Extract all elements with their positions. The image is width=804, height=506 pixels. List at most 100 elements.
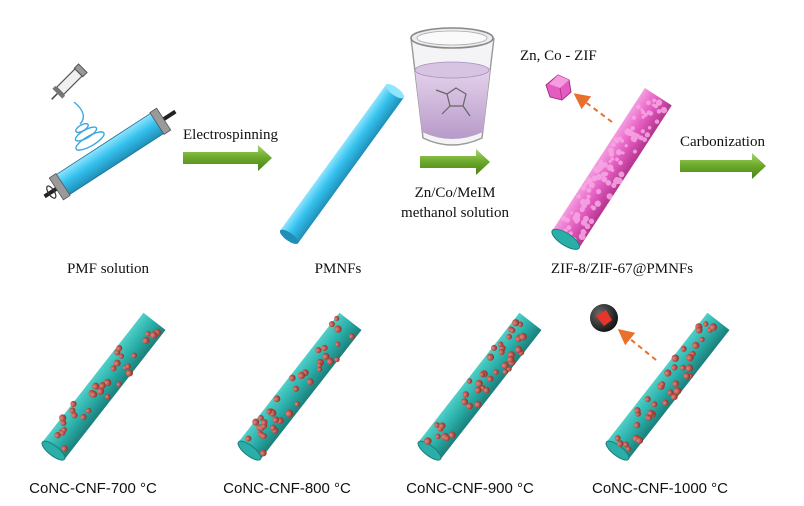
co-particle bbox=[116, 345, 123, 352]
co-particle bbox=[125, 369, 134, 377]
step-electrospinning: Electrospinning bbox=[183, 127, 278, 143]
collector-drum-icon bbox=[43, 107, 177, 201]
co-particle bbox=[673, 387, 682, 395]
co-particle bbox=[80, 414, 87, 421]
label-pmnfs: PMNFs bbox=[314, 261, 362, 277]
co-particle bbox=[435, 433, 441, 440]
co-particle bbox=[507, 355, 515, 363]
co-particle bbox=[61, 445, 68, 452]
co-particle bbox=[116, 381, 122, 387]
co-particle bbox=[659, 381, 666, 387]
co-particle bbox=[667, 389, 674, 396]
co-particle bbox=[474, 400, 482, 408]
co-particle bbox=[487, 375, 494, 382]
co-particle bbox=[703, 321, 709, 327]
co-particle bbox=[699, 336, 705, 343]
dashed-arrow-zif bbox=[573, 93, 613, 123]
dashed-arrow-co bbox=[617, 328, 657, 361]
co-particle bbox=[685, 364, 694, 372]
co-particle bbox=[519, 332, 527, 341]
co-particle bbox=[662, 399, 669, 406]
co-particle bbox=[261, 419, 268, 426]
co-particle bbox=[616, 440, 624, 447]
co-particle bbox=[424, 437, 432, 445]
label-conc-cnf-700: CoNC-CNF-700 °C bbox=[29, 480, 157, 497]
co-particle bbox=[142, 336, 150, 345]
label-zif-particle: Zn, Co - ZIF bbox=[520, 48, 597, 64]
co-particle bbox=[461, 398, 469, 406]
co-particle bbox=[260, 432, 267, 439]
label-conc-cnf-800: CoNC-CNF-800 °C bbox=[223, 480, 351, 497]
co-particle bbox=[474, 386, 482, 394]
co-particle bbox=[493, 369, 499, 375]
co-particle bbox=[316, 362, 323, 368]
zif-coated-fiber bbox=[551, 87, 672, 250]
co-particle bbox=[498, 348, 505, 355]
co-particle bbox=[258, 414, 264, 421]
co-particle bbox=[60, 419, 67, 426]
co-particle bbox=[434, 422, 440, 428]
co-particle bbox=[266, 408, 272, 415]
co-particle bbox=[334, 325, 342, 333]
co-particle bbox=[709, 323, 718, 331]
co-particle bbox=[92, 382, 100, 390]
co-particle bbox=[623, 441, 629, 448]
co-particle bbox=[245, 435, 252, 442]
co-particle bbox=[328, 321, 335, 328]
co-particle bbox=[335, 341, 341, 347]
co-particle bbox=[651, 401, 658, 408]
co-particle bbox=[252, 418, 260, 426]
co-particle bbox=[105, 393, 111, 400]
co-particle bbox=[61, 426, 67, 433]
co-particle bbox=[294, 401, 300, 407]
co-particle bbox=[683, 372, 691, 380]
co-particle bbox=[150, 331, 158, 339]
syringe-icon bbox=[51, 63, 88, 100]
co-particle bbox=[672, 380, 679, 387]
co-particle bbox=[475, 379, 483, 388]
co-particle bbox=[671, 354, 679, 362]
co-particle bbox=[626, 446, 632, 452]
co-particle bbox=[348, 333, 355, 340]
carbon-fiber-900 bbox=[417, 312, 542, 461]
co-particle bbox=[692, 341, 700, 349]
co-particle bbox=[131, 352, 137, 359]
co-particle bbox=[614, 435, 621, 442]
co-particle bbox=[506, 333, 512, 340]
co-particle bbox=[444, 434, 451, 441]
arrow-electrospinning bbox=[183, 145, 272, 171]
co-particle bbox=[448, 431, 456, 439]
co-particle bbox=[326, 357, 334, 365]
label-pmf-solution: PMF solution bbox=[66, 261, 150, 277]
co-particle bbox=[695, 326, 703, 334]
co-particle bbox=[483, 387, 490, 394]
co-particle bbox=[502, 368, 509, 375]
arrow-carbonization bbox=[680, 153, 766, 179]
label-conc-cnf-1000: CoNC-CNF-1000 °C bbox=[591, 480, 729, 497]
co-particle bbox=[438, 422, 446, 430]
carbon-fiber-700 bbox=[41, 312, 166, 461]
molecule-sketch bbox=[435, 87, 471, 117]
co-particle bbox=[118, 353, 124, 359]
co-particle bbox=[501, 361, 509, 369]
zif-crystal-icon bbox=[545, 74, 572, 101]
co-particle bbox=[462, 391, 470, 398]
co-particle bbox=[635, 436, 644, 444]
co-particle bbox=[113, 359, 121, 367]
co-particle bbox=[509, 327, 516, 334]
co-particle bbox=[664, 369, 672, 377]
co-particle bbox=[491, 344, 498, 351]
co-particle bbox=[686, 353, 694, 362]
co-particle bbox=[317, 366, 323, 373]
co-particle bbox=[70, 400, 77, 408]
beaker-icon bbox=[410, 27, 495, 146]
co-particle bbox=[297, 371, 306, 380]
co-particle bbox=[71, 412, 78, 419]
co-particle bbox=[321, 344, 328, 352]
co-particle bbox=[334, 315, 340, 322]
co-particle bbox=[272, 416, 280, 424]
co-particle bbox=[90, 390, 98, 398]
co-particle bbox=[289, 374, 296, 382]
co-particle bbox=[486, 353, 495, 361]
